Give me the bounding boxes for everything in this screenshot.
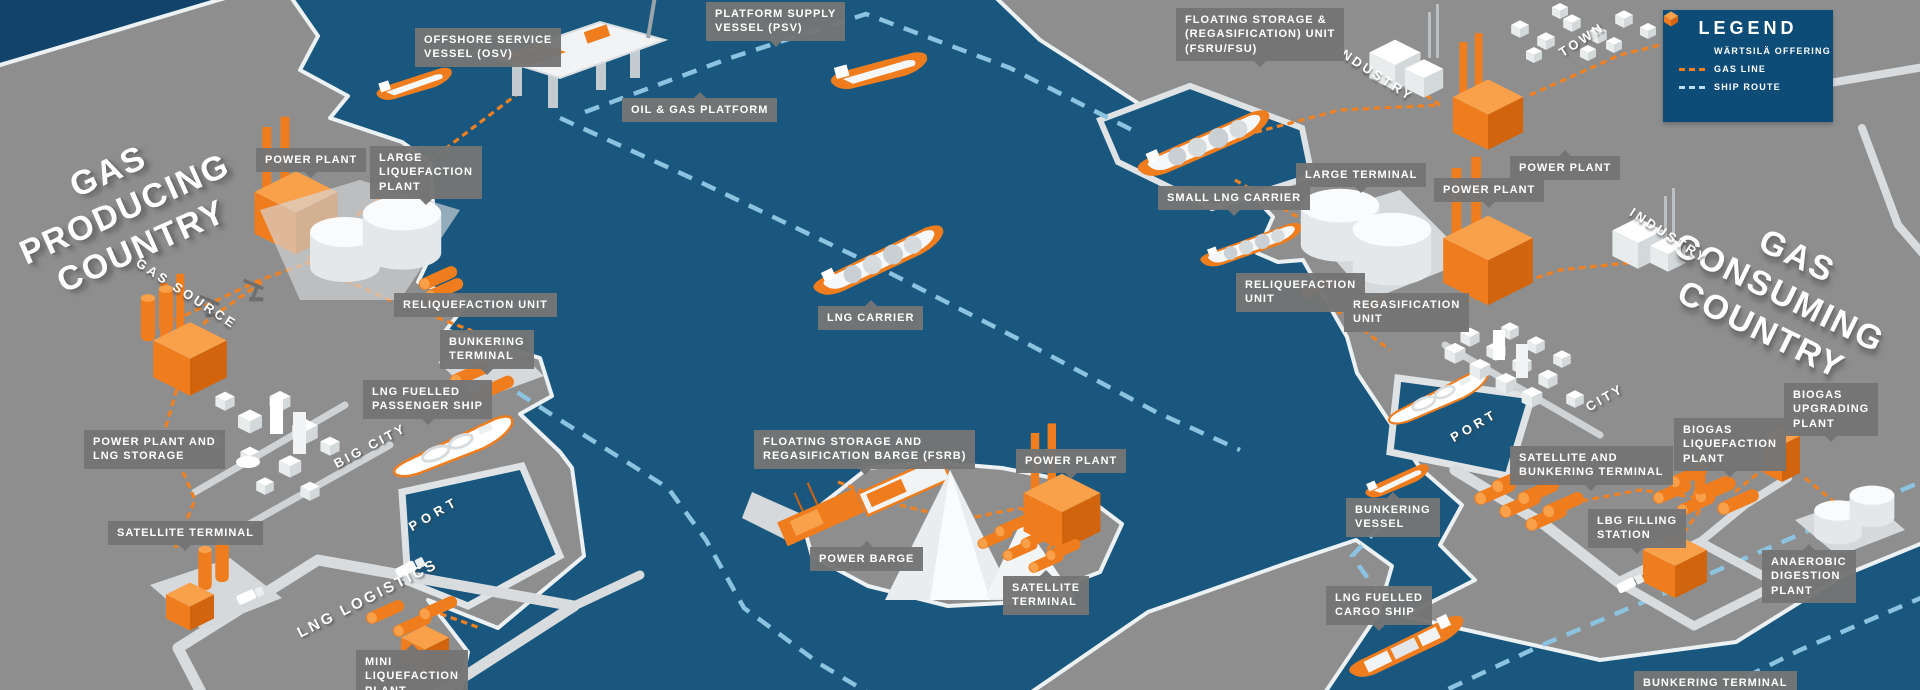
city-right-buildings bbox=[1444, 322, 1584, 408]
label-bunkering-terminal-left: BUNKERING TERMINAL bbox=[440, 330, 534, 375]
label-oil-gas-platform: OIL & GAS PLATFORM bbox=[622, 91, 778, 123]
legend-item-ship-route: SHIP ROUTE bbox=[1663, 82, 1833, 100]
label-platform-supply-vessel: PLATFORM SUPPLY VESSEL (PSV) bbox=[706, 2, 846, 47]
legend-item-wartsila-offering: WÄRTSILÄ OFFERING bbox=[1663, 11, 1833, 64]
label-power-plant-center: POWER PLANT bbox=[1016, 449, 1127, 480]
industry-top-buildings bbox=[1369, 4, 1444, 98]
ship-route-icon bbox=[1679, 85, 1705, 89]
legend-item-label: SHIP ROUTE bbox=[1714, 82, 1781, 92]
label-power-plant-right-top: POWER PLANT bbox=[1510, 149, 1621, 181]
label-power-plant-lng-storage: POWER PLANT AND LNG STORAGE bbox=[84, 430, 225, 469]
label-large-terminal: LARGE TERMINAL bbox=[1296, 163, 1427, 194]
satellite-terminal-left bbox=[150, 537, 282, 631]
label-lng-fuelled-passenger-ship: LNG FUELLED PASSENGER SHIP bbox=[363, 380, 492, 425]
roads bbox=[172, 38, 1920, 690]
label-mini-liquefaction-plant: MINI LIQUEFACTION PLANT bbox=[356, 644, 468, 690]
label-regasification-unit: REGASIFICATION UNIT bbox=[1344, 293, 1470, 332]
label-bunkering-terminal-bottom: BUNKERING TERMINAL bbox=[1634, 671, 1797, 690]
label-power-plant-left: POWER PLANT bbox=[256, 148, 367, 179]
label-bunkering-vessel: BUNKERING VESSEL bbox=[1346, 492, 1440, 537]
label-fsrb: FLOATING STORAGE AND REGASIFICATION BARG… bbox=[754, 430, 976, 475]
label-reliquefaction-unit-left: RELIQUEFACTION UNIT bbox=[394, 293, 557, 318]
label-satellite-terminal-left: SATELLITE TERMINAL bbox=[108, 521, 263, 552]
label-biogas-liquefaction-plant: BIOGAS LIQUEFACTION PLANT bbox=[1674, 418, 1786, 477]
power-barge bbox=[777, 482, 865, 547]
legend-item-label: WÄRTSILÄ OFFERING bbox=[1714, 46, 1831, 56]
industry-right-buildings bbox=[1612, 188, 1686, 272]
legend: LEGEND WÄRTSILÄ OFFERING GAS LINE SHIP R… bbox=[1663, 10, 1833, 122]
gas-line-icon bbox=[1679, 67, 1705, 71]
legend-item-label: GAS LINE bbox=[1714, 64, 1767, 74]
label-satellite-bunkering-terminal: SATELLITE AND BUNKERING TERMINAL bbox=[1510, 446, 1673, 491]
label-satellite-terminal-center: SATELLITE TERMINAL bbox=[1003, 570, 1090, 615]
label-offshore-service-vessel: OFFSHORE SERVICE VESSEL (OSV) bbox=[415, 28, 562, 67]
label-small-lng-carrier: SMALL LNG CARRIER bbox=[1158, 186, 1311, 217]
label-lbg-filling-station: LBG FILLING STATION bbox=[1588, 509, 1687, 554]
label-anaerobic-digestion-plant: ANAEROBIC DIGESTION PLANT bbox=[1762, 544, 1856, 603]
label-fsru-fsu: FLOATING STORAGE & (REGASIFICATION) UNIT… bbox=[1176, 8, 1345, 67]
anaerobic-digestion-plant bbox=[1795, 485, 1905, 556]
label-power-barge: POWER BARGE bbox=[810, 540, 924, 572]
big-city-buildings bbox=[207, 390, 340, 501]
label-lng-carrier: LNG CARRIER bbox=[818, 299, 924, 331]
legend-item-gas-line: GAS LINE bbox=[1663, 64, 1833, 82]
label-reliquefaction-unit-right: RELIQUEFACTION UNIT bbox=[1236, 273, 1366, 312]
label-large-liquefaction-plant: LARGE LIQUEFACTION PLANT bbox=[370, 146, 482, 205]
label-lng-fuelled-cargo-ship: LNG FUELLED CARGO SHIP bbox=[1326, 586, 1432, 631]
label-power-plant-right-mid: POWER PLANT bbox=[1434, 178, 1545, 209]
label-biogas-upgrading-plant: BIOGAS UPGRADING PLANT bbox=[1784, 383, 1879, 442]
large-terminal bbox=[1300, 188, 1470, 317]
legend-title: LEGEND bbox=[1698, 18, 1798, 38]
land-bottom-center bbox=[1031, 538, 1394, 690]
large-liquefaction-plant bbox=[260, 180, 466, 304]
